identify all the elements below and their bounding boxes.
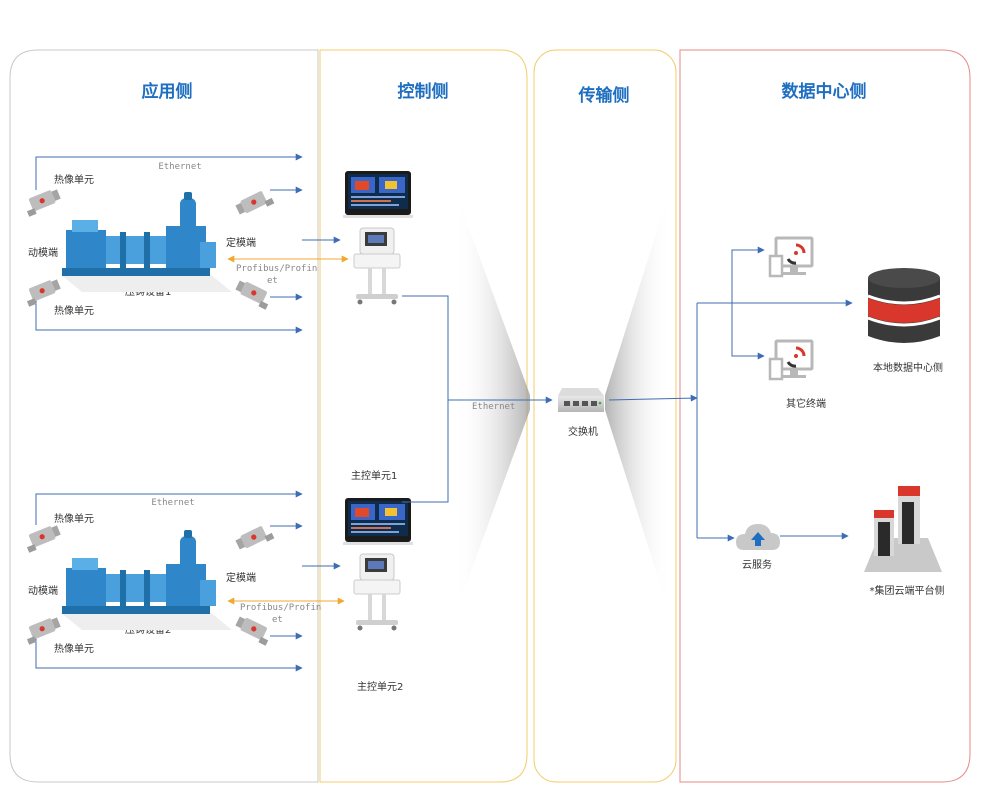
monitor-terminal-icon	[768, 339, 814, 381]
cabinet-icon	[353, 553, 401, 631]
local-dc-label: 本地数据中心侧	[873, 361, 943, 374]
ethernet-label-1: Ethernet	[158, 162, 201, 172]
cloud-platform-icon	[864, 486, 942, 572]
app-section-title: 应用侧	[142, 81, 193, 102]
thermal-label-1-top: 热像单元	[54, 173, 94, 186]
cabinet-icon	[353, 227, 401, 305]
switch-label: 交换机	[568, 425, 598, 438]
die-casting-machine-icon	[60, 530, 232, 630]
network-switch: 交换机	[558, 388, 604, 438]
die-casting-machine-icon	[60, 192, 232, 292]
thermal-label-2-top: 热像单元	[54, 512, 94, 525]
thermal-label-2-bottom: 热像单元	[54, 642, 94, 655]
database-icon	[867, 268, 941, 343]
thermal-label-1-bottom: 热像单元	[54, 304, 94, 317]
moving-die-label-2: 动模端	[28, 584, 58, 597]
left-funnel-shape	[455, 190, 530, 615]
monitor-terminal-icon	[768, 236, 814, 278]
transport-section-title: 传输侧	[578, 85, 630, 106]
profibus-label-2-line1: Profibus/Profin	[240, 603, 321, 613]
moving-die-label-1: 动模端	[28, 246, 58, 259]
ethernet-label-2: Ethernet	[151, 498, 194, 508]
control-section-frame	[319, 49, 528, 783]
thermal-camera-icon	[22, 615, 63, 645]
link-to-terminal-bottom	[731, 303, 765, 360]
right-funnel-shape	[605, 190, 670, 615]
profibus-label-2-line2: et	[272, 615, 283, 625]
cloud-service-label: 云服务	[742, 558, 772, 571]
thermal-camera-icon	[234, 522, 275, 555]
thermal-camera-icon	[233, 614, 274, 646]
thermal-camera-icon	[22, 277, 63, 307]
thermal-camera-icon	[234, 187, 275, 220]
controller-1-uplink	[402, 295, 449, 400]
controller-2-uplink	[402, 400, 449, 503]
app-section-frame	[9, 49, 319, 783]
fixed-die-label-2: 定模端	[226, 571, 256, 584]
transport-section-frame	[533, 49, 677, 783]
section-frames	[9, 49, 971, 783]
group-cloud-label: *集团云端平台侧	[870, 584, 945, 597]
profibus-label-1-line2: et	[267, 276, 278, 286]
thermal-camera-icon	[22, 523, 63, 553]
control-section-title: 控制侧	[398, 81, 449, 102]
ethernet-bracket-2	[35, 490, 303, 525]
ethernet-bracket-2-bottom	[35, 635, 303, 672]
fixed-die-label-1: 定模端	[226, 236, 256, 249]
controller-label-1: 主控单元1	[351, 469, 397, 482]
thermal-camera-icon	[22, 187, 63, 217]
touch-panel-icon	[343, 498, 413, 545]
datacenter-links	[696, 246, 853, 542]
link-to-terminal-top	[731, 246, 765, 303]
unit-2: Ethernet 热像单元 热像单元 动模端 定模端 Profibus/Prof…	[22, 490, 413, 693]
ethernet-bracket-1-bottom	[35, 300, 303, 334]
ethernet-bracket-1	[35, 153, 303, 190]
profibus-label-1-line1: Profibus/Profin	[236, 264, 317, 274]
controller-label-2: 主控单元2	[357, 680, 403, 693]
datacenter-section-title: 数据中心侧	[782, 81, 867, 102]
other-terminals-label: 其它终端	[786, 397, 826, 410]
network-switch-icon	[558, 388, 604, 412]
switch-to-datacenter	[608, 394, 698, 402]
datacenter-section-frame	[679, 49, 971, 783]
cloud-service-icon	[736, 524, 780, 550]
unit-1: Ethernet 热像单元 热像单元 动模端 定模端 Profibus/Prof…	[22, 153, 413, 482]
backbone-links: Ethernet	[402, 295, 698, 503]
touch-panel-icon	[343, 171, 413, 218]
backbone-ethernet-label: Ethernet	[472, 402, 515, 412]
